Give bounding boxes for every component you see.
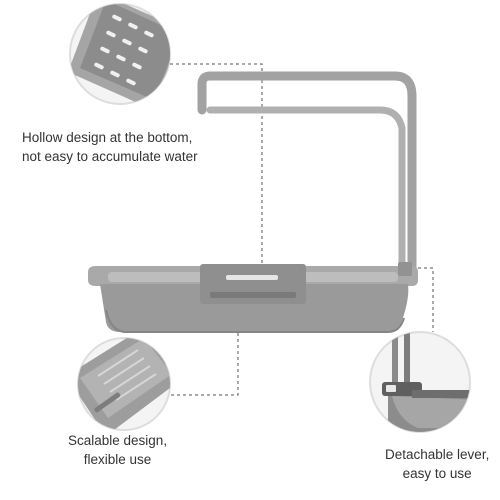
towel-rack-lower-arm bbox=[206, 106, 406, 272]
caption-lever-line1: Detachable lever, bbox=[385, 447, 490, 462]
detail-circle-scalable bbox=[76, 336, 172, 432]
guide-line-hollow bbox=[170, 63, 263, 266]
guide-line-scalable bbox=[168, 303, 239, 396]
detail-circle-lever bbox=[368, 330, 472, 434]
caption-scalable-line1: Scalable design, bbox=[68, 433, 168, 448]
caption-hollow-line1: Hollow design at the bottom, bbox=[22, 130, 193, 145]
caption-lever-line2: easy to use bbox=[402, 466, 472, 481]
caption-hollow-line2: not easy to accumulate water bbox=[22, 149, 198, 164]
caption-hollow-design: Hollow design at the bottom, not easy to… bbox=[22, 128, 198, 166]
caption-scalable-line2: flexible use bbox=[83, 452, 152, 467]
towel-rack-upper-arm bbox=[197, 71, 417, 273]
caption-detachable-lever: Detachable lever, easy to use bbox=[385, 445, 489, 483]
guide-line-lever bbox=[412, 267, 434, 332]
caption-scalable-design: Scalable design, flexible use bbox=[68, 431, 167, 469]
basket-body bbox=[100, 284, 409, 332]
lever-mount bbox=[398, 262, 412, 276]
detail-circle-hollow bbox=[68, 2, 172, 106]
telescopic-slot bbox=[226, 275, 278, 280]
telescopic-handle bbox=[210, 292, 296, 298]
